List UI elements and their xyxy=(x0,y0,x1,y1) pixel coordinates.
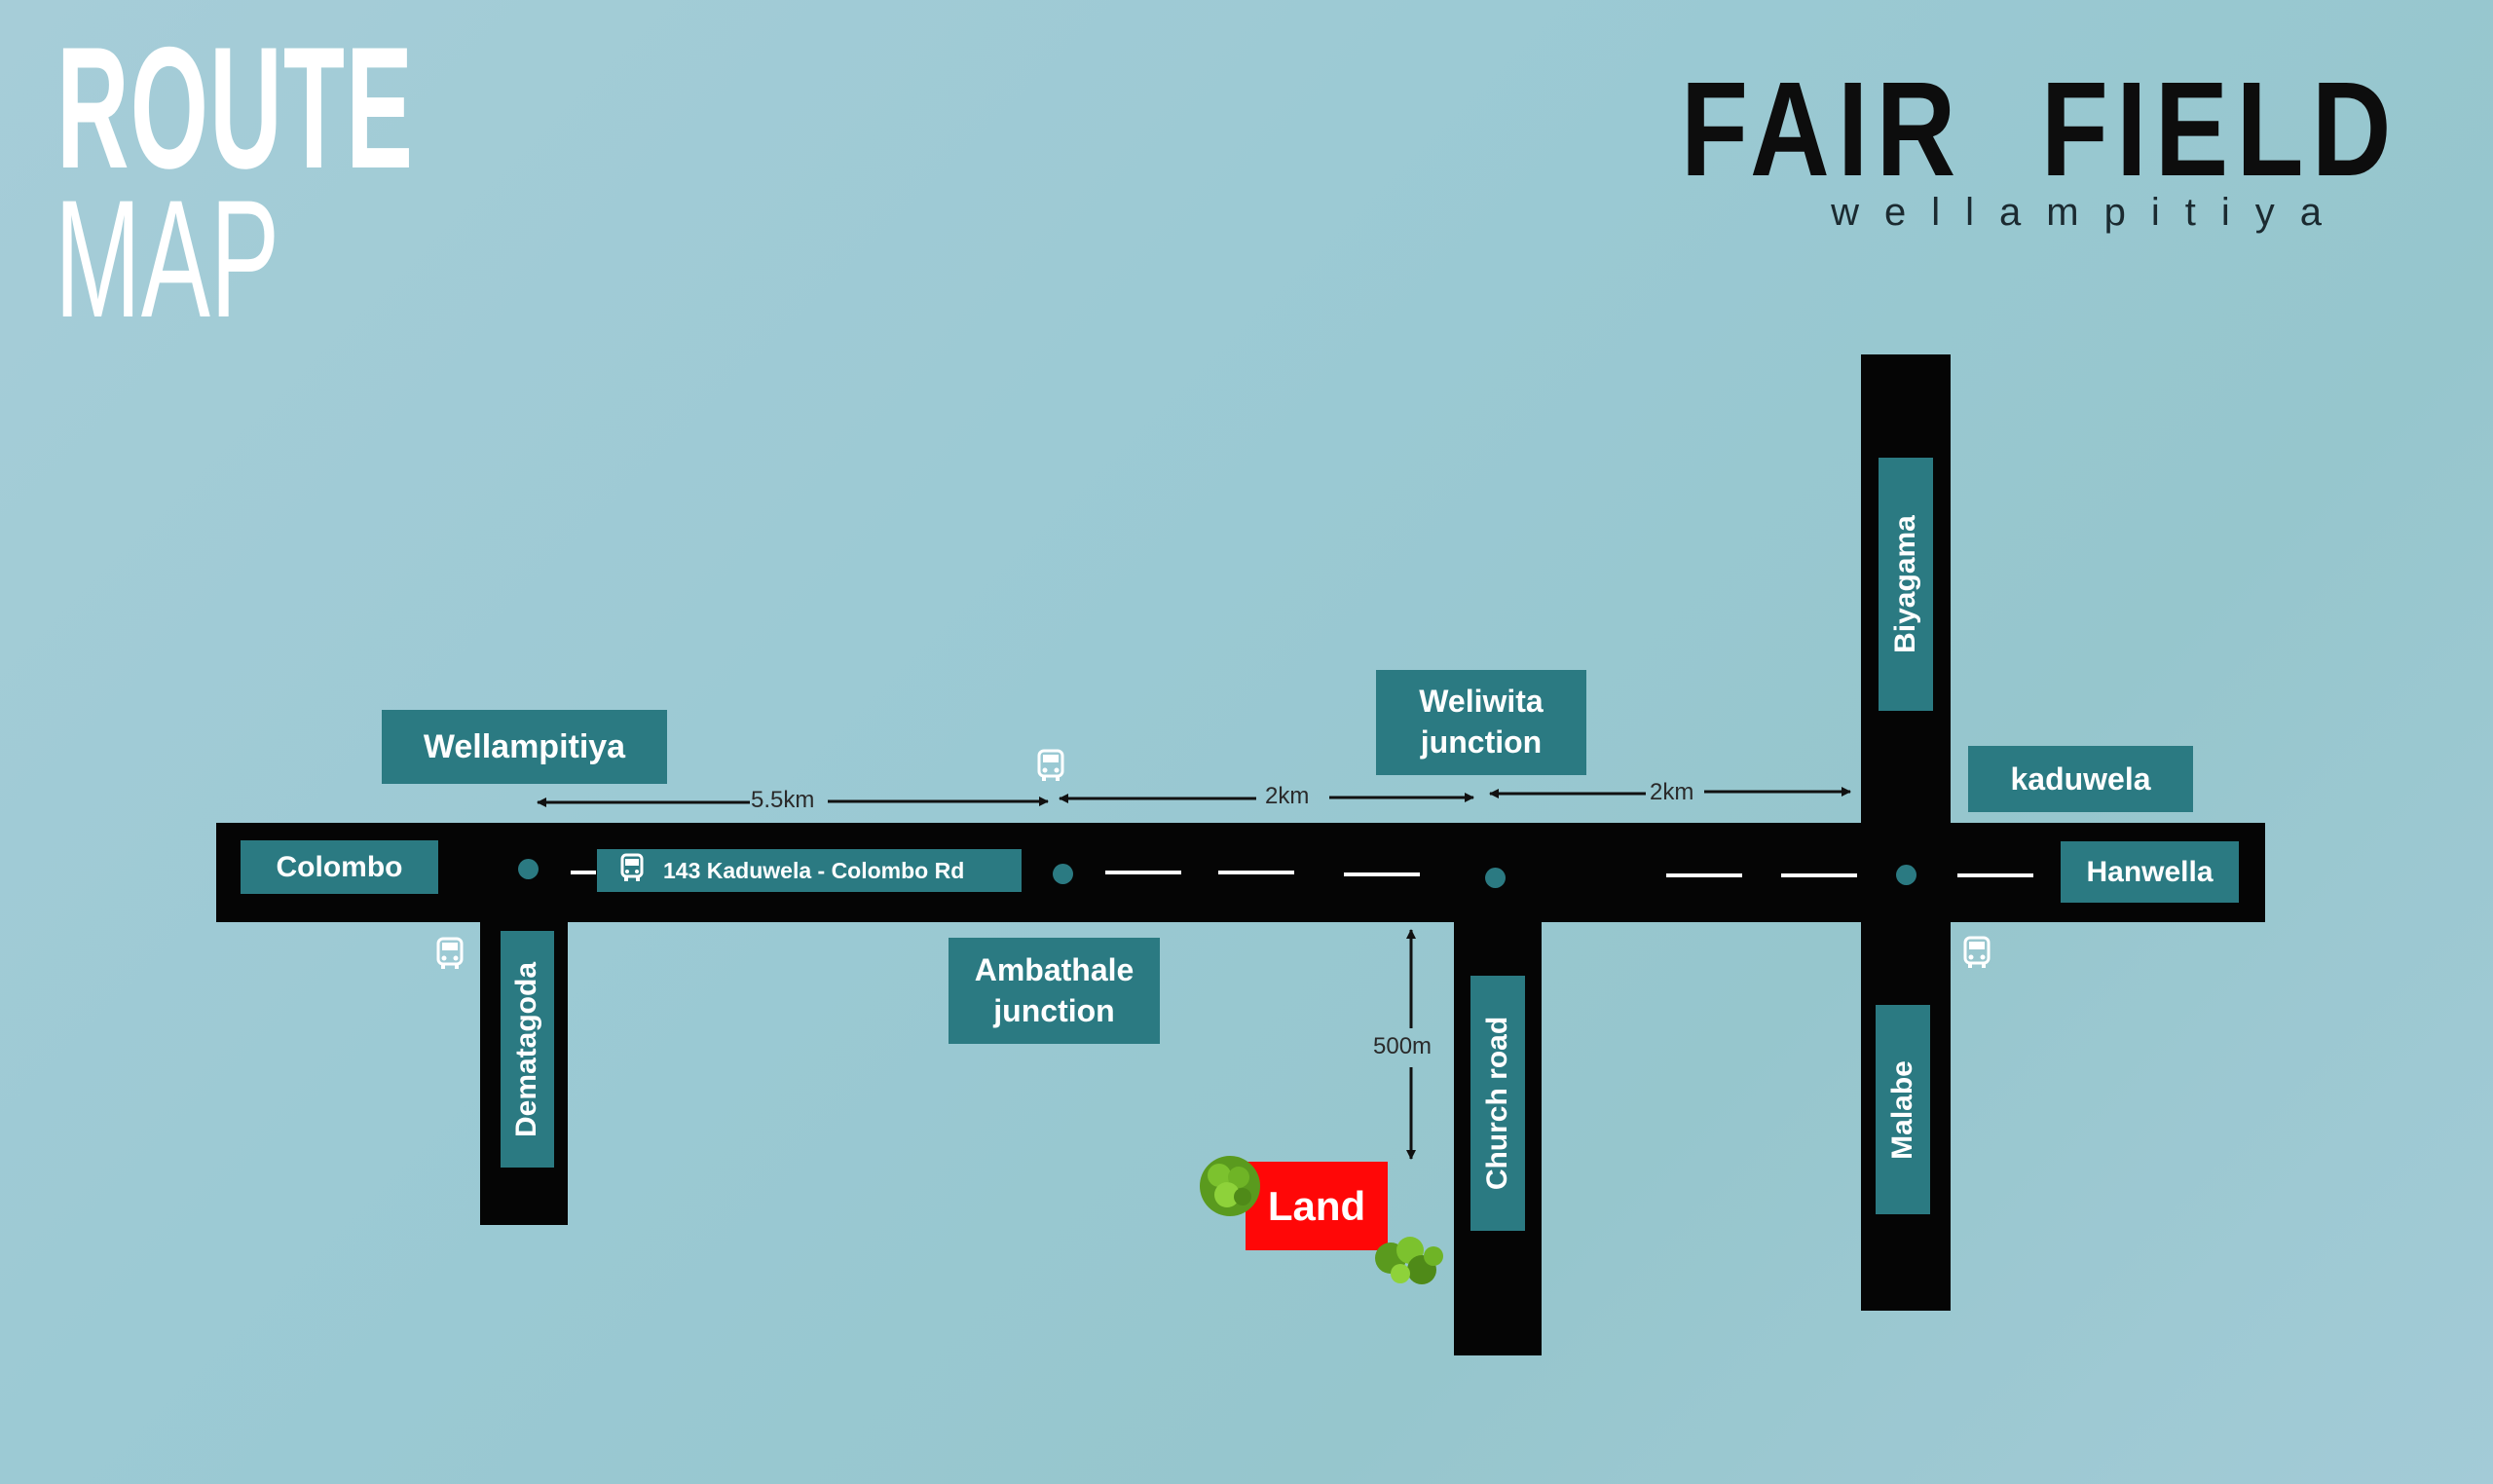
tree-icon xyxy=(1198,1154,1262,1218)
ambathale-line1: Ambathale xyxy=(974,951,1135,987)
label-dematagoda: Dematagoda xyxy=(501,931,554,1168)
brand-name: FAIR FIELD xyxy=(1681,55,2400,204)
road-dash xyxy=(1218,871,1294,874)
bus-icon xyxy=(618,853,646,888)
weliwita-line2: junction xyxy=(1420,724,1543,760)
distance-2km-b: 2km xyxy=(1650,779,1694,805)
distance-500m: 500m xyxy=(1373,1033,1433,1059)
label-hanwella: Hanwella xyxy=(2061,841,2239,903)
road-dash xyxy=(1957,873,2033,877)
title-route: ROUTE xyxy=(56,11,415,204)
bus-icon xyxy=(433,936,466,975)
road-dash xyxy=(1781,873,1857,877)
bus-icon xyxy=(1034,748,1067,787)
road-dash xyxy=(1666,873,1742,877)
weliwita-line1: Weliwita xyxy=(1419,684,1544,720)
label-colombo: Colombo xyxy=(241,840,438,894)
tree-icon xyxy=(1371,1229,1447,1291)
road-dash xyxy=(1344,872,1420,876)
label-weliwita-junction: Weliwita junction xyxy=(1376,670,1586,775)
label-biyagama: Biyagama xyxy=(1879,458,1933,711)
ambathale-line2: junction xyxy=(993,992,1115,1028)
route-label-text: 143 Kaduwela - Colombo Rd xyxy=(663,857,965,883)
distance-2km-a: 2km xyxy=(1265,783,1310,809)
junction-dot-ambathale xyxy=(1053,864,1073,884)
road-dash xyxy=(1105,871,1181,874)
label-wellampitiya: Wellampitiya xyxy=(382,710,667,784)
junction-dot-wellampitiya xyxy=(518,859,539,879)
land-marker: Land xyxy=(1246,1162,1388,1250)
distance-5-5km: 5.5km xyxy=(751,787,815,813)
junction-dot-weliwita xyxy=(1485,868,1506,888)
brand-subtitle: wellampitiya xyxy=(1831,191,2347,234)
road-dash xyxy=(571,871,596,874)
junction-dot-kaduwela xyxy=(1896,865,1916,885)
label-route: 143 Kaduwela - Colombo Rd xyxy=(597,849,1022,892)
title-map: MAP xyxy=(55,166,280,352)
label-church-road: Church road xyxy=(1470,976,1525,1231)
label-kaduwela: kaduwela xyxy=(1968,746,2193,812)
bus-icon xyxy=(1960,935,1993,974)
label-ambathale-junction: Ambathale junction xyxy=(949,938,1160,1044)
label-malabe: Malabe xyxy=(1876,1005,1930,1214)
